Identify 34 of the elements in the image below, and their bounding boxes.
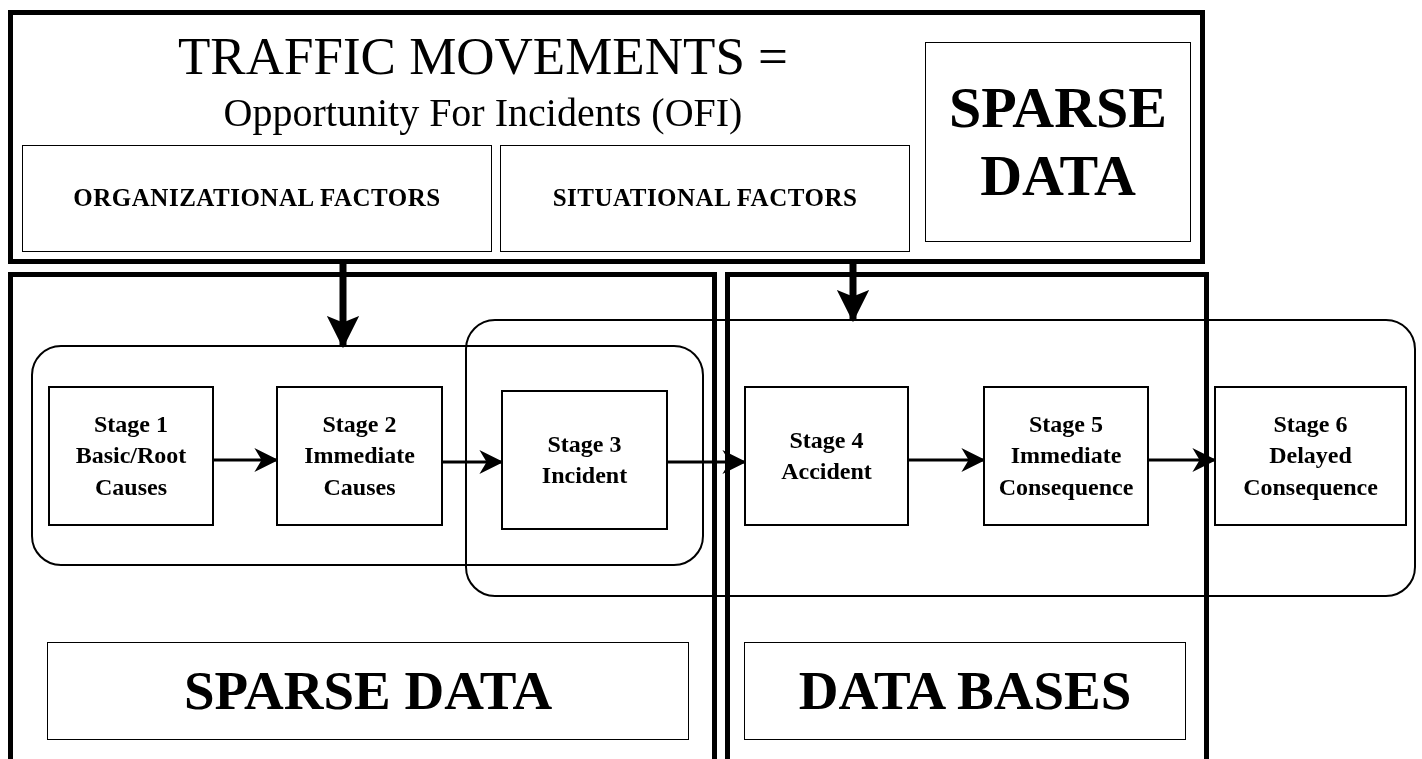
data-box bbox=[925, 42, 1191, 242]
stage-label: Stage 4 Accident bbox=[780, 425, 873, 486]
box-label: DATA BASES bbox=[798, 659, 1132, 724]
section-frame bbox=[8, 272, 717, 759]
data-box bbox=[744, 642, 1186, 740]
stage-label: Stage 2 Immediate Causes bbox=[303, 410, 416, 502]
stage-label: Stage 3 Incident bbox=[540, 429, 629, 490]
section-frame bbox=[725, 272, 1209, 759]
stage-box bbox=[1214, 386, 1407, 526]
factor-box bbox=[22, 145, 492, 252]
stage-label: Stage 6 Delayed Consequence bbox=[1242, 410, 1379, 502]
data-box bbox=[47, 642, 689, 740]
box-label: SITUATIONAL FACTORS bbox=[552, 183, 858, 214]
stage-label: Stage 1 Basic/Root Causes bbox=[74, 410, 188, 502]
arrow bbox=[668, 450, 747, 474]
stage-box bbox=[276, 386, 443, 526]
arrow bbox=[214, 448, 279, 472]
box-label: SPARSE DATA bbox=[947, 74, 1169, 210]
factor-box bbox=[500, 145, 910, 252]
rounded-group bbox=[31, 345, 704, 566]
stage-box bbox=[48, 386, 214, 526]
arrow bbox=[1149, 448, 1217, 472]
stage-box bbox=[983, 386, 1149, 526]
box-label: ORGANIZATIONAL FACTORS bbox=[73, 183, 441, 214]
subtitle-text: Opportunity For Incidents (OFI) bbox=[223, 88, 743, 137]
arrow bbox=[443, 450, 504, 474]
stage-label: Stage 5 Immediate Consequence bbox=[997, 410, 1135, 502]
stage-box bbox=[744, 386, 909, 526]
box-label: SPARSE DATA bbox=[183, 659, 553, 724]
stage-box bbox=[501, 390, 668, 530]
panel-frame bbox=[8, 10, 1205, 264]
rounded-group bbox=[465, 319, 1416, 597]
arrow bbox=[909, 448, 986, 472]
title-text: TRAFFIC MOVEMENTS = bbox=[178, 26, 788, 87]
